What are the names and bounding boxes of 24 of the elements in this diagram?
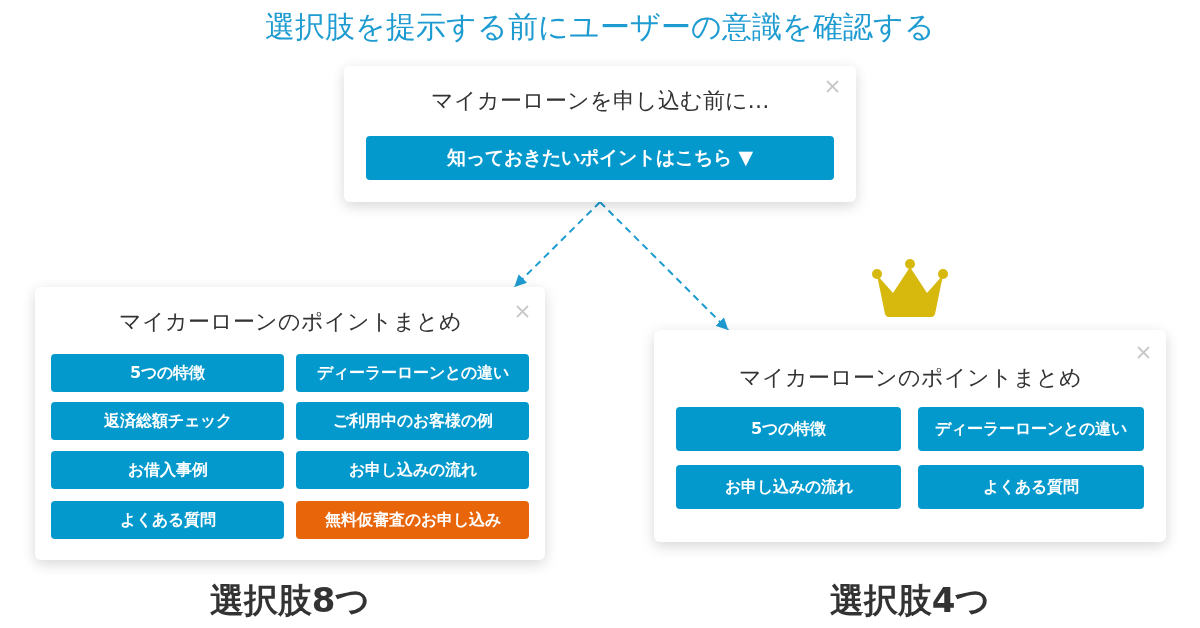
popup-dialog [344,66,856,202]
link-button: お借入事例 [51,451,284,489]
link-button: よくある質問 [918,465,1144,509]
link-button: よくある質問 [51,501,284,539]
link-button: 5つの特徴 [51,354,284,392]
heading: マイカーローンを申し込む前に… [430,88,770,115]
label: 選択肢4つ [829,580,991,621]
link-button: ご利用中のお客様の例 [296,402,529,440]
popup-dialog [35,287,545,560]
dashed-arrow [513,201,601,288]
link-button: 無料仮審査のお申し込み [296,501,529,539]
link-button: 知っておきたいポイントはこちら ▼ [366,136,834,180]
link-button: ディーラーローンとの違い [296,354,529,392]
label: 選択肢8つ [209,580,371,621]
heading: マイカーローンのポイントまとめ [738,365,1082,392]
popup-dialog [654,330,1166,542]
link-button: お申し込みの流れ [676,465,901,509]
link-button: 5つの特徴 [676,407,901,451]
dashed-arrow [599,201,730,331]
link-button: ディーラーローンとの違い [918,407,1144,451]
link-button: お申し込みの流れ [296,451,529,489]
heading: マイカーローンのポイントまとめ [118,309,462,336]
title: 選択肢を提示する前にユーザーの意識を確認する [265,8,935,46]
link-button: 返済総額チェック [51,402,284,440]
